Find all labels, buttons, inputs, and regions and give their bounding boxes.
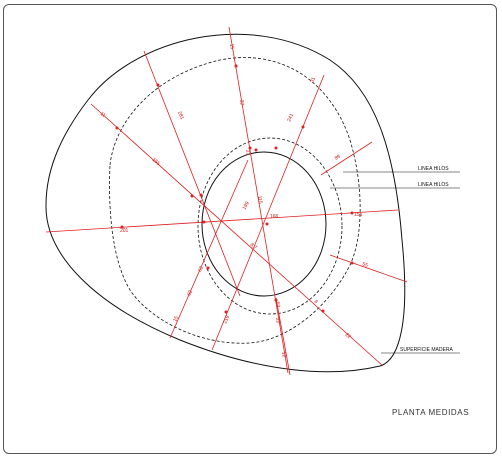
measure-label: 62: [186, 289, 194, 297]
inner-circle: [201, 151, 327, 297]
measure-label: 219: [222, 315, 231, 325]
callout-linea-hilos-1: LINEA HILOS: [418, 166, 449, 172]
measurement-dots: [115, 64, 354, 314]
measure-label: 281: [176, 111, 185, 121]
measure-line: [211, 74, 325, 351]
measure-label: 241: [286, 113, 295, 123]
callout-superficie-madera: SUPERFICIE MADERA: [400, 347, 453, 353]
measure-label: 155: [151, 157, 161, 167]
callout-leaders: [330, 171, 460, 354]
measure-label: 199: [242, 201, 251, 211]
measurement-labels: 15 11 32 31 155 281 241 89 199 8,7 166 1…: [99, 43, 369, 358]
measure-label: 15: [228, 43, 235, 50]
measure-line: [320, 141, 373, 176]
measure-label: 32: [238, 99, 245, 106]
measure-label: 89: [334, 153, 342, 161]
measure-label: 155: [354, 212, 363, 218]
measure-label: 8,7: [249, 242, 258, 251]
measure-label: 53: [274, 301, 281, 308]
measure-label: 23: [244, 149, 251, 156]
measure-label: 22: [344, 332, 352, 340]
measure-line: [45, 209, 399, 233]
measure-line: [143, 50, 241, 297]
measure-line: [169, 159, 249, 339]
measurement-lines: [45, 26, 408, 376]
measure-label: 62: [197, 265, 205, 273]
measure-label: 31: [309, 76, 317, 84]
inner-dashed-ring: [197, 137, 343, 315]
outer-dashed-ring: [109, 57, 361, 344]
measure-label: 115: [256, 195, 263, 204]
measure-line: [228, 26, 289, 374]
drawing-frame: [3, 4, 497, 454]
measure-line: [90, 103, 384, 367]
outer-outline: [45, 33, 406, 373]
measure-label: 166: [270, 214, 279, 220]
measure-label: 22: [274, 317, 281, 324]
measure-line: [329, 254, 408, 283]
measure-label: 55: [361, 261, 368, 269]
measure-label: 201: [120, 228, 129, 234]
measure-label: 12: [280, 351, 287, 358]
measure-line: [275, 297, 291, 376]
drawing-title: PLANTA MEDIDAS: [392, 408, 469, 417]
measure-label: 8: [313, 299, 319, 306]
callout-linea-hilos-2: LINEA HILOS: [418, 182, 449, 188]
measure-label: 11: [99, 111, 107, 119]
measure-label: 15: [172, 315, 180, 323]
